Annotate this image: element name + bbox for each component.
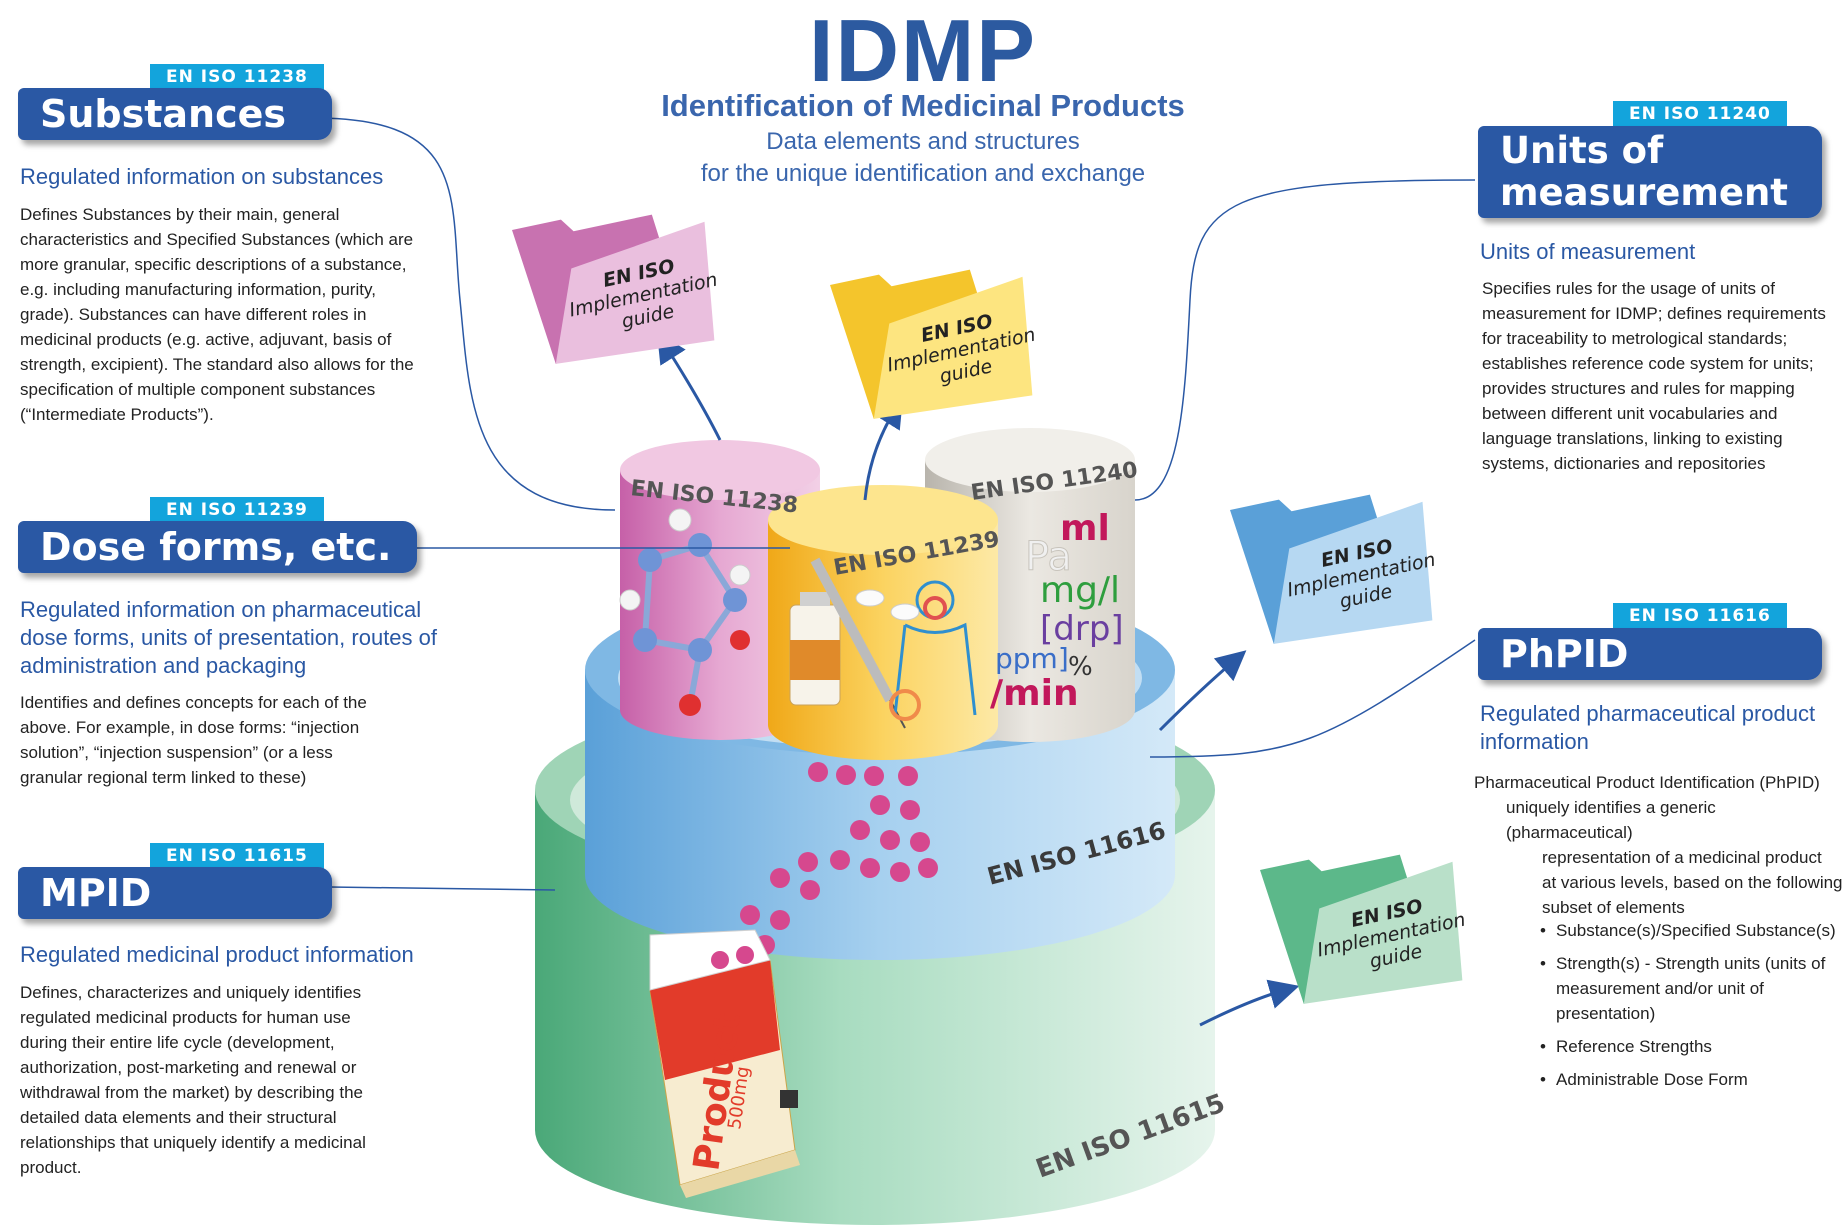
tablets-illustration [855, 589, 920, 621]
phpid-intro-line2: uniquely identifies a generic (pharmaceu… [1506, 798, 1716, 842]
unit-min: /min [990, 673, 1079, 714]
mpid-label: MPID [18, 867, 332, 919]
page-subtitle: Identification of Medicinal Products [661, 88, 1185, 123]
dose-forms-body: Identifies and defines concepts for each… [20, 693, 367, 787]
phpid-heading: Regulated pharmaceutical product informa… [1480, 701, 1816, 754]
folder-arrows [656, 332, 1300, 1027]
phpid-bullet-1: Substance(s)/Specified Substance(s) [1540, 918, 1840, 943]
units-label-line2: measurement [1500, 171, 1788, 214]
folder-yellow: EN ISO Implementation guide [830, 269, 1037, 419]
units-label-line1: Units of [1500, 129, 1664, 172]
phpid-bullet-4: Administrable Dose Form [1540, 1067, 1840, 1092]
mpid-tag: EN ISO 11615 [150, 843, 324, 869]
phpid-intro-line5: subset of elements [1542, 898, 1685, 917]
folder-blue: EN ISO Implementation guide [1230, 494, 1437, 644]
units-label: Units of measurement [1478, 126, 1822, 218]
header-description-1: Data elements and structures [766, 128, 1080, 155]
phpid-label: PhPID [1478, 628, 1822, 680]
units-body: Specifies rules for the usage of units o… [1482, 279, 1826, 473]
dose-forms-label: Dose forms, etc. [18, 521, 417, 573]
body-outline-illustration [889, 580, 977, 721]
page-title: IDMP [809, 1, 1037, 100]
phpid-bullet-2: Strength(s) - Strength units (units of m… [1540, 951, 1840, 1026]
pills-illustration [740, 762, 938, 955]
mpid-body: Defines, characterizes and uniquely iden… [20, 983, 366, 1177]
mpid-heading: Regulated medicinal product information [20, 942, 414, 967]
folder-pink: EN ISO Implementation guide [512, 214, 719, 364]
substances-heading: Regulated information on substances [20, 164, 384, 189]
phpid-bullet-3: Reference Strengths [1540, 1034, 1840, 1059]
substances-tag: EN ISO 11238 [150, 64, 324, 90]
folder-green: EN ISO Implementation guide [1260, 854, 1467, 1004]
substances-label: Substances [18, 88, 332, 140]
dose-forms-heading: Regulated information on pharmaceutical … [20, 597, 438, 678]
phpid-intro-line4: at various levels, based on the followin… [1542, 873, 1843, 892]
vial-illustration [789, 592, 841, 706]
units-tag: EN ISO 11240 [1613, 101, 1787, 127]
dose-forms-tag: EN ISO 11239 [150, 497, 324, 523]
connector-lines [319, 117, 1476, 891]
unit-pct: % [1068, 652, 1093, 682]
units-heading: Units of measurement [1480, 239, 1696, 264]
phpid-intro: Pharmaceutical Product Identification (P… [1474, 770, 1846, 920]
unit-ml: ml [1060, 508, 1110, 549]
unit-ppm: ppm] [995, 642, 1069, 675]
header-description-2: for the unique identification and exchan… [700, 160, 1146, 187]
phpid-bullet-list: Substance(s)/Specified Substance(s) Stre… [1540, 918, 1840, 1100]
product-box-illustration [649, 929, 800, 1198]
molecule-illustration [619, 508, 751, 716]
unit-mgl: mg/l [1040, 570, 1120, 611]
unit-drp: [drp] [1040, 609, 1124, 649]
substances-body: Defines Substances by their main, genera… [20, 205, 414, 424]
unit-pa: Pa [1025, 534, 1072, 580]
phpid-tag: EN ISO 11616 [1613, 603, 1787, 629]
phpid-intro-line1: Pharmaceutical Product Identification (P… [1474, 773, 1820, 792]
phpid-intro-line3: representation of a medicinal product [1542, 848, 1822, 867]
